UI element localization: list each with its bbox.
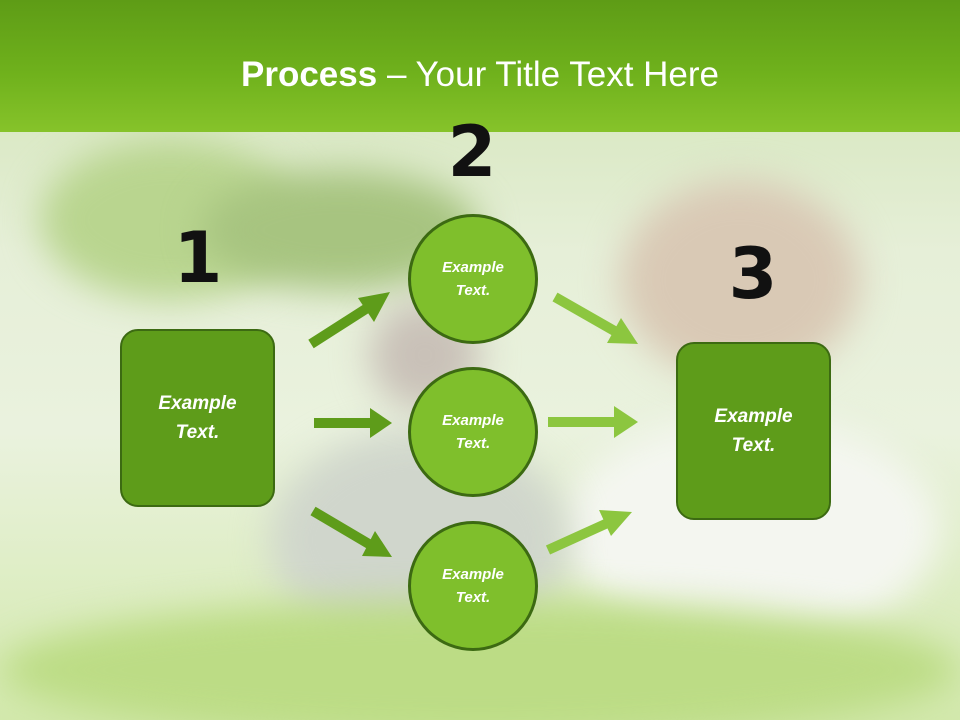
- right-box-text: Example Text.: [714, 402, 792, 460]
- title-bold: Process: [241, 55, 378, 94]
- arrow-to-circle-3: [310, 506, 377, 552]
- left-box: Example Text.: [120, 329, 275, 507]
- right-box: Example Text.: [676, 342, 831, 520]
- left-box-line2: Text.: [175, 422, 220, 443]
- circle-2-line1: Example: [442, 412, 504, 429]
- circle-1-line2: Text.: [455, 282, 491, 299]
- arrowhead-from-circle-2: [614, 406, 638, 438]
- left-box-text: Example Text.: [158, 389, 236, 447]
- step-number-1: 1: [173, 217, 223, 299]
- title-rest: – Your Title Text Here: [377, 55, 719, 94]
- page-title: Process – Your Title Text Here: [0, 52, 960, 98]
- circle-3-line1: Example: [442, 566, 504, 583]
- right-box-line2: Text.: [731, 435, 776, 456]
- arrowhead-from-circle-3: [599, 510, 632, 536]
- arrowhead-to-circle-3: [362, 531, 392, 557]
- arrows-to-circles: [308, 292, 392, 557]
- right-box-line1: Example: [714, 406, 793, 427]
- arrow-from-circle-1: [552, 292, 621, 338]
- circle-3-line2: Text.: [455, 589, 491, 606]
- left-box-line1: Example: [158, 393, 237, 414]
- arrow-from-circle-3: [545, 516, 615, 555]
- step-number-2: 2: [447, 111, 497, 193]
- arrows-to-box: [545, 292, 638, 555]
- arrowhead-to-circle-1: [358, 292, 390, 322]
- step-number-3: 3: [728, 233, 778, 315]
- arrowhead-to-circle-2: [370, 408, 392, 438]
- arrow-to-circle-1: [308, 300, 375, 349]
- arrowhead-from-circle-1: [607, 318, 638, 344]
- circle-2-line2: Text.: [455, 435, 491, 452]
- title-bar: [0, 0, 960, 132]
- circle-1-line1: Example: [442, 259, 504, 276]
